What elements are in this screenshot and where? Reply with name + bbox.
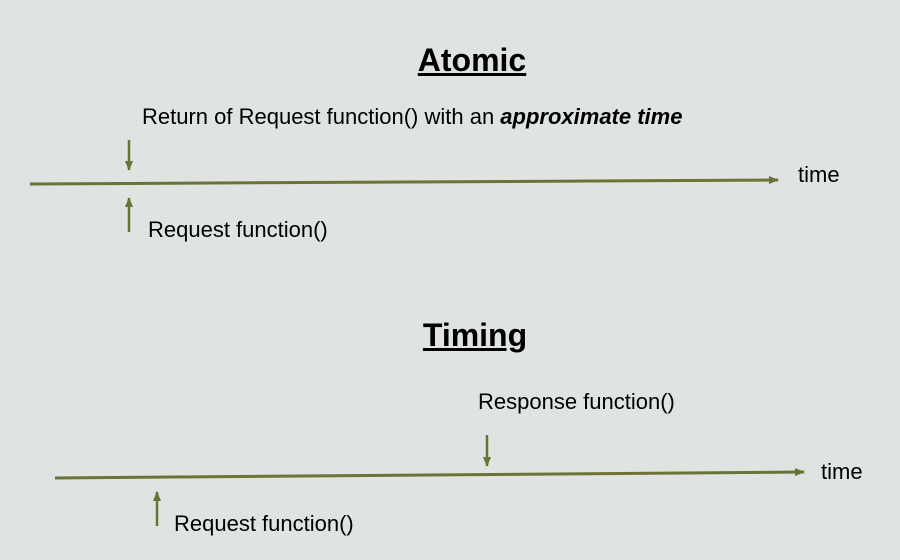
atomic-axis-label: time	[798, 162, 840, 187]
atomic-return-label: Return of Request function() with an app…	[142, 104, 682, 130]
atomic-title: Atomic	[417, 42, 527, 78]
atomic-return-label-emphasis: approximate time	[500, 104, 683, 129]
timing-request-label: Request function()	[174, 511, 354, 536]
timing-response-label: Response function()	[478, 389, 675, 414]
atomic-time-axis	[29, 176, 779, 186]
atomic-return-label-prefix: Return of Request function() with an	[142, 104, 501, 129]
timing-title: Timing	[422, 317, 528, 353]
timing-time-axis	[54, 468, 805, 480]
atomic-request-label: Request function()	[148, 217, 328, 242]
timing-axis-label: time	[821, 459, 863, 484]
